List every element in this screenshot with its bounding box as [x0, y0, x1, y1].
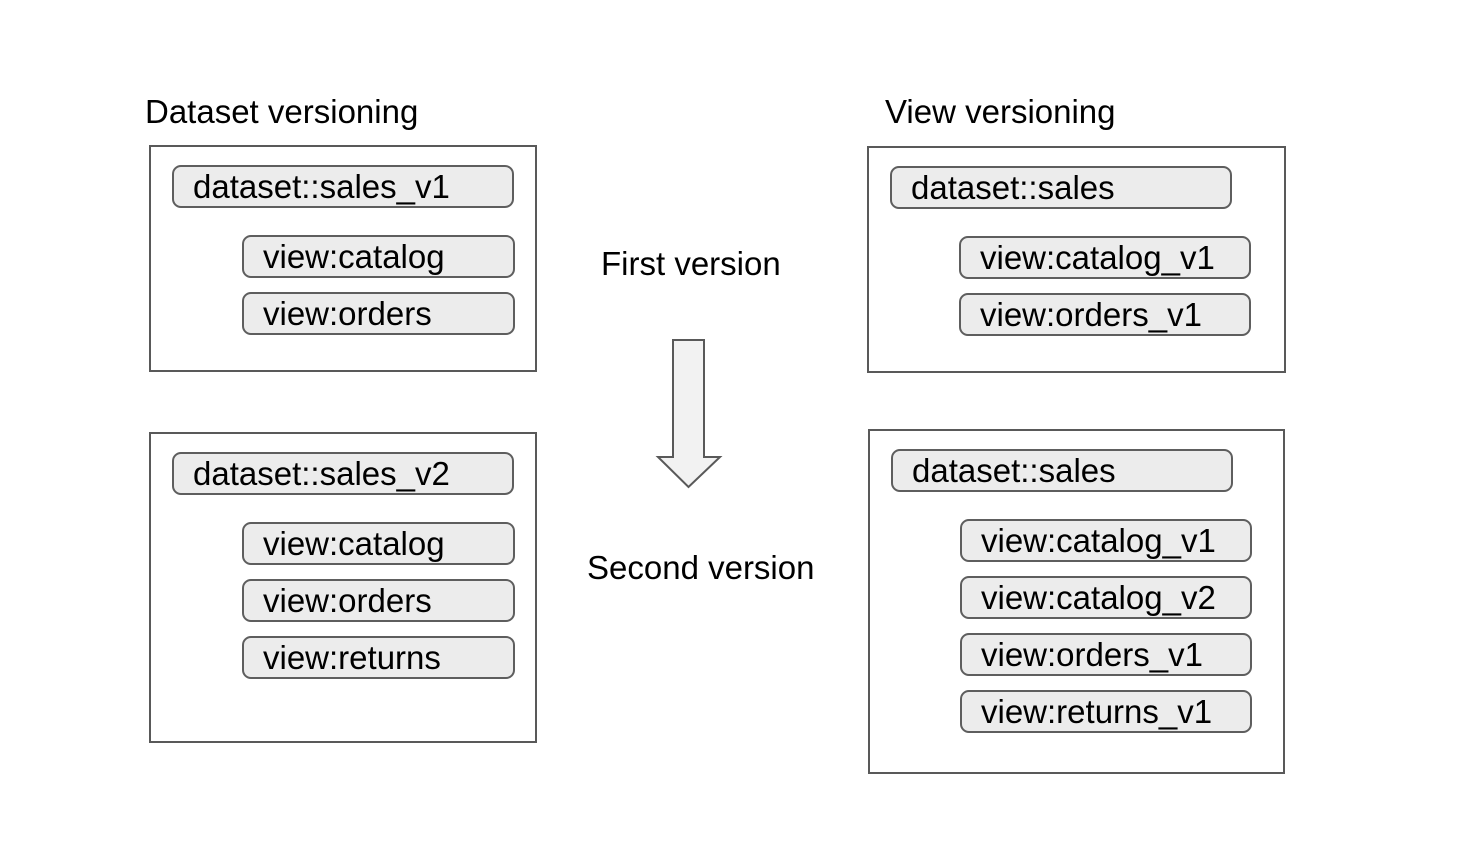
view-pill: view:catalog — [242, 235, 515, 278]
view-pill: view:orders — [242, 579, 515, 622]
dataset-pill: dataset::sales_v1 — [172, 165, 514, 208]
view-pill: view:catalog_v1 — [960, 519, 1252, 562]
dataset-pill: dataset::sales_v2 — [172, 452, 514, 495]
view-pill: view:returns_v1 — [960, 690, 1252, 733]
view-pill: view:orders — [242, 292, 515, 335]
dataset-versioning-title: Dataset versioning — [145, 93, 419, 130]
dataset-versioning-first-box: dataset::sales_v1 view:catalog view:orde… — [149, 145, 537, 372]
view-pill: view:orders_v1 — [960, 633, 1252, 676]
view-versioning-second-box: dataset::sales view:catalog_v1 view:cata… — [868, 429, 1285, 774]
dataset-pill: dataset::sales — [891, 449, 1233, 492]
view-pill: view:orders_v1 — [959, 293, 1251, 336]
view-versioning-first-box: dataset::sales view:catalog_v1 view:orde… — [867, 146, 1286, 373]
first-version-label: First version — [601, 245, 781, 282]
second-version-label: Second version — [587, 549, 815, 586]
view-pill: view:returns — [242, 636, 515, 679]
view-pill: view:catalog_v2 — [960, 576, 1252, 619]
dataset-versioning-second-box: dataset::sales_v2 view:catalog view:orde… — [149, 432, 537, 743]
dataset-pill: dataset::sales — [890, 166, 1232, 209]
view-versioning-title: View versioning — [885, 93, 1116, 130]
view-pill: view:catalog — [242, 522, 515, 565]
view-pill: view:catalog_v1 — [959, 236, 1251, 279]
down-arrow-icon — [655, 336, 725, 491]
